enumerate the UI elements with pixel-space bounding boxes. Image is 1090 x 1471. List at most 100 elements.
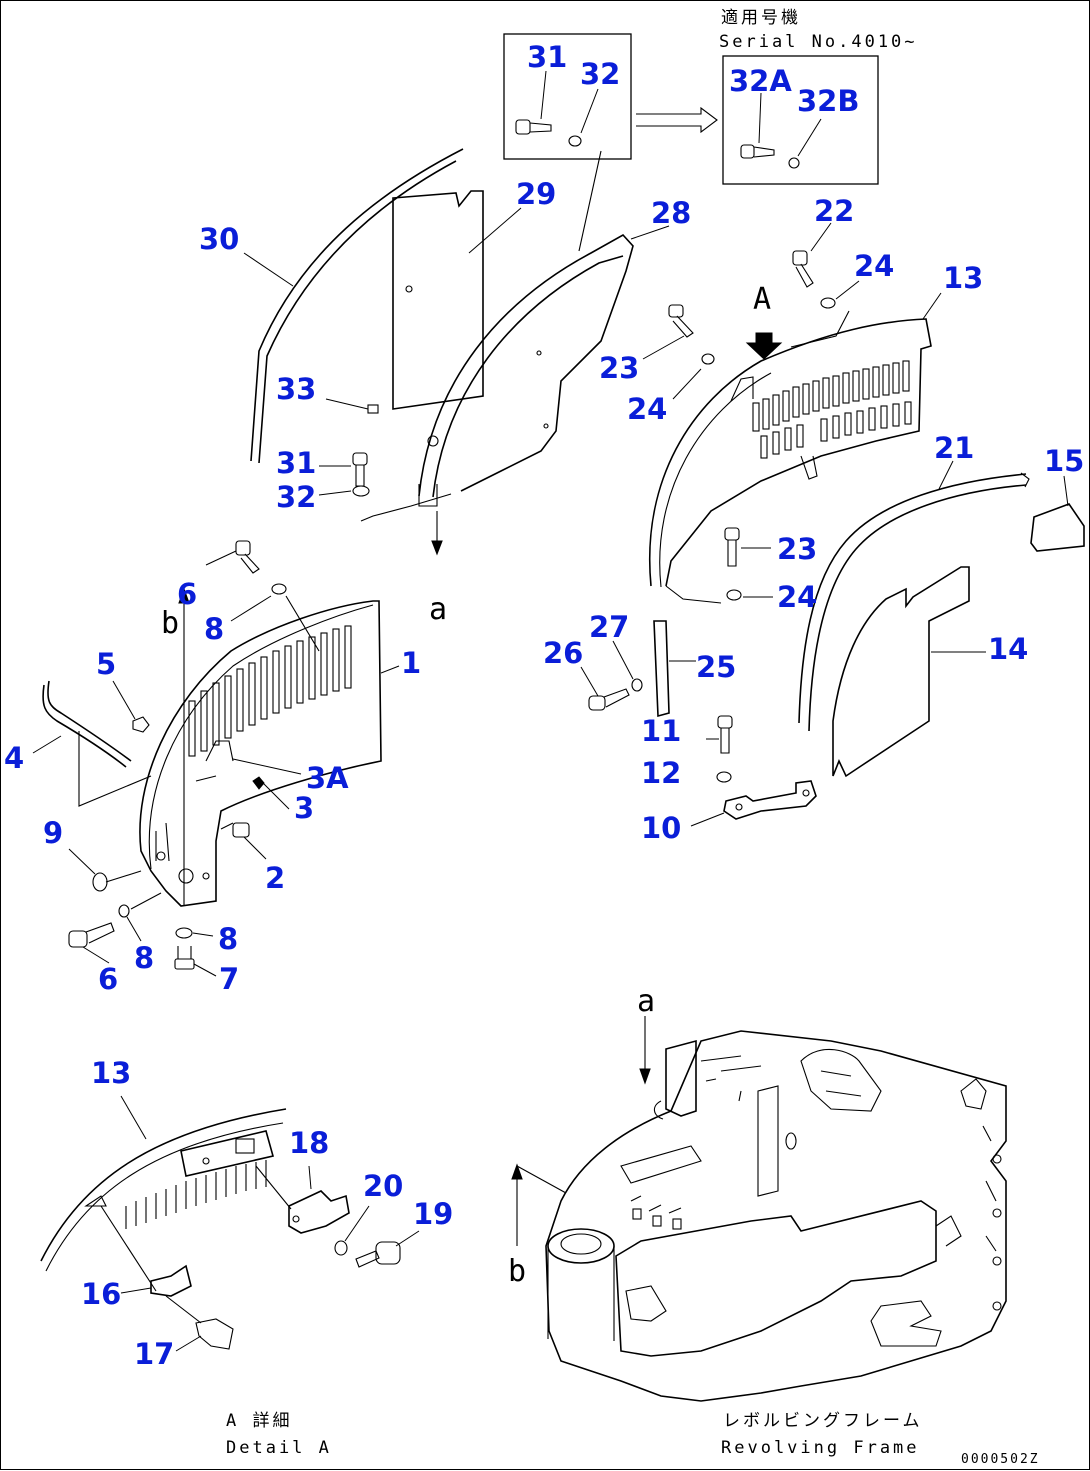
callout-24-top: 24	[854, 249, 894, 283]
line-8-to-1	[285, 595, 320, 652]
callout-3a: 3A	[306, 761, 349, 795]
callout-9: 9	[43, 816, 63, 850]
view-letter-a: A	[753, 282, 771, 317]
plate-29	[392, 190, 484, 410]
callout-13-detail: 13	[91, 1056, 131, 1090]
leader-29	[468, 207, 522, 254]
leader-27	[612, 640, 634, 680]
block-15	[1030, 503, 1085, 552]
bracket-18	[288, 1190, 350, 1234]
washer-8-top-icon	[271, 583, 287, 595]
seal-4	[42, 680, 152, 807]
leader-6a	[205, 550, 237, 566]
bolt-11-icon	[717, 715, 733, 754]
arrow-a-frame-icon	[639, 1016, 651, 1085]
washer-32-icon	[568, 135, 582, 147]
bolt-6-top-icon	[235, 540, 260, 574]
frame-arrow-letter-b: b	[508, 1254, 526, 1289]
callout-12: 12	[641, 756, 681, 790]
bolt-6-lower-icon	[68, 922, 115, 948]
bolt-7-icon	[174, 946, 195, 970]
callout-16: 16	[81, 1277, 121, 1311]
detail-box-31-32	[503, 33, 632, 160]
serial-note-line1: 適用号機	[721, 8, 801, 28]
line-17	[165, 1295, 202, 1324]
washer-32-left-icon	[352, 485, 370, 497]
cover-1	[139, 600, 382, 907]
line-9-to-1	[105, 870, 142, 883]
leader-21	[938, 460, 954, 490]
detail-a-cover-13	[40, 1108, 287, 1292]
callout-24-lower: 24	[777, 580, 817, 614]
leader-6b	[82, 946, 110, 964]
washer-12-icon	[716, 771, 732, 783]
callout-22: 22	[814, 194, 854, 228]
sheet-14	[832, 566, 970, 778]
leader-8a	[230, 595, 272, 622]
callout-30: 30	[199, 222, 239, 256]
callout-29: 29	[516, 177, 556, 211]
leader-1	[380, 665, 400, 674]
revolving-frame	[545, 1030, 1007, 1402]
cover-13	[649, 318, 932, 604]
callout-1: 1	[401, 646, 421, 680]
spacer-2-icon	[220, 822, 250, 838]
detail-box-serial	[722, 55, 879, 185]
washer-8-bottom-icon	[175, 927, 193, 939]
callout-31-left: 31	[276, 446, 316, 480]
leader-8c	[192, 932, 214, 937]
callout-7: 7	[219, 962, 239, 996]
callout-27: 27	[589, 610, 629, 644]
clip-33-icon	[367, 404, 379, 414]
washer-24-icon	[820, 297, 836, 309]
washer-24c-icon	[726, 589, 742, 601]
leader-28	[630, 225, 670, 240]
callout-32-left: 32	[276, 480, 316, 514]
washer-20-icon	[334, 1240, 348, 1256]
detail-a-caption-en: Detail A	[226, 1438, 332, 1458]
leader-8b	[126, 916, 142, 942]
leader-2	[243, 836, 267, 860]
arrow-a-down-icon	[431, 511, 443, 556]
callout-4: 4	[4, 741, 24, 775]
leader-23a	[642, 335, 685, 360]
bolt-26-icon	[588, 688, 630, 711]
callout-2: 2	[265, 861, 285, 895]
cover-30	[250, 148, 464, 464]
leader-19	[395, 1230, 420, 1247]
serial-note-line2: Serial No.4010~	[719, 32, 918, 52]
callout-32b: 32B	[797, 84, 859, 118]
callout-31-top: 31	[527, 40, 567, 74]
arrow-letter-b: b	[161, 606, 179, 641]
detail-a-caption-jp: A 詳細	[226, 1411, 292, 1431]
frame-arrow-letter-a: a	[637, 984, 655, 1019]
callout-24-mid: 24	[627, 392, 667, 426]
frame-caption-jp: レボルビングフレーム	[723, 1411, 923, 1431]
line-8-to-1b	[130, 892, 162, 910]
callout-17: 17	[134, 1337, 174, 1371]
bolt-31-vertical-icon	[352, 452, 368, 487]
leader-24b	[672, 368, 702, 400]
callout-3: 3	[294, 791, 314, 825]
callout-8-bottom: 8	[134, 941, 154, 975]
arrow-right-icon	[636, 106, 718, 134]
arrow-a-view-icon	[745, 332, 783, 360]
leader-13	[922, 292, 942, 320]
leader-18	[308, 1165, 312, 1190]
grommet-9-icon	[92, 872, 108, 892]
leader-32c	[318, 490, 352, 496]
callout-5: 5	[96, 647, 116, 681]
bolt-32a-icon	[740, 144, 775, 159]
leader-4	[32, 735, 62, 754]
callout-23-top: 23	[599, 351, 639, 385]
leader-26	[580, 666, 599, 697]
bolt-17-icon	[195, 1318, 234, 1350]
callout-15: 15	[1044, 444, 1084, 478]
callout-6-bottom: 6	[98, 962, 118, 996]
arrow-b-up-icon	[178, 587, 190, 906]
callout-20: 20	[363, 1169, 403, 1203]
leader-3	[262, 782, 290, 810]
grille-slots-1	[188, 625, 352, 757]
frame-28	[360, 150, 634, 522]
